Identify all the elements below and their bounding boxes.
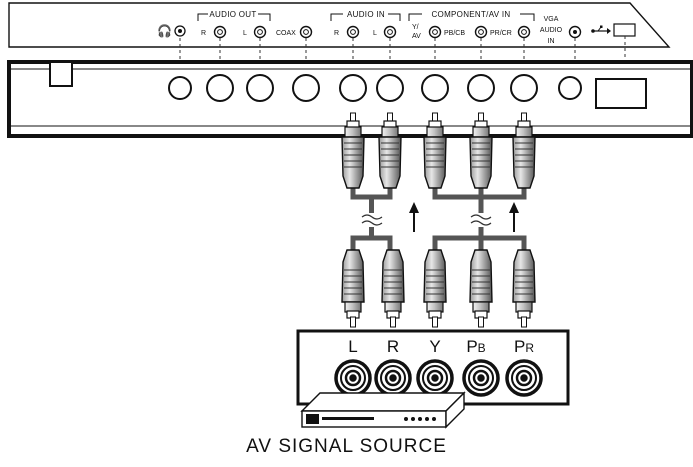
vga-audio-label-1: VGA: [544, 16, 559, 23]
panel-jack-pb: [467, 74, 495, 102]
component-y-av-label-bottom: AV: [412, 33, 421, 40]
source-jack-pb: [462, 359, 500, 397]
source-jack-y: [416, 359, 454, 397]
audio-in-title: AUDIO IN: [347, 10, 385, 19]
audio-out-title: AUDIO OUT: [209, 10, 256, 19]
panel-jack-coax: [292, 74, 320, 102]
component-av-in-group: COMPONENT/AV IN Y/ AV PB/CB PR/CR: [408, 10, 535, 40]
av-signal-source-caption: AV SIGNAL SOURCE: [246, 436, 447, 457]
panel-jack-headphone: [168, 76, 192, 100]
panel-jack-audio-in-l: [376, 74, 404, 102]
component-y-av-label-top: Y/: [412, 24, 419, 31]
source-label-pr: PR: [514, 337, 534, 356]
panel-jack-audio-in-r: [339, 74, 367, 102]
component-pr-label: PR/CR: [490, 30, 512, 37]
component-title: COMPONENT/AV IN: [431, 10, 510, 19]
signal-arrow-audio-icon: [409, 202, 419, 232]
dvd-player-icon: [300, 391, 466, 429]
source-jack-r: [374, 359, 412, 397]
headphone-icon: 🎧: [157, 24, 172, 38]
panel-jack-audio-out-r: [206, 74, 234, 102]
audio-in-group: AUDIO IN R L: [330, 10, 401, 39]
vga-audio-label-2: AUDIO: [540, 27, 563, 34]
coax-jack: COAX: [276, 25, 313, 39]
vga-audio-label-3: IN: [548, 38, 555, 45]
audio-out-l-label: L: [243, 30, 247, 37]
lower-rca-plug-pb: [469, 249, 493, 328]
usb-icon: [591, 25, 611, 34]
cable-break-component: [470, 213, 492, 227]
lower-rca-plug-r: [381, 249, 405, 328]
headphone-jack: 🎧: [157, 24, 186, 38]
av-source-labels: L R Y PB PR: [348, 337, 534, 356]
source-label-pb: PB: [466, 337, 485, 356]
source-label-r: R: [387, 337, 399, 356]
audio-out-group: AUDIO OUT R L: [197, 10, 271, 39]
panel-jacks: [168, 74, 647, 109]
audio-in-l-label: L: [373, 30, 377, 37]
back-panel-label-strip: [8, 2, 671, 48]
panel-jack-pr: [510, 74, 538, 102]
source-label-l: L: [348, 337, 357, 356]
source-label-y: Y: [429, 337, 440, 356]
av-source-jacks: [334, 359, 543, 397]
vga-audio-in-jack: VGA AUDIO IN: [540, 16, 582, 45]
panel-jack-audio-out-l: [246, 74, 274, 102]
audio-in-r-label: R: [334, 30, 339, 37]
lower-rca-plug-y: [423, 249, 447, 328]
panel-usb-slot: [595, 78, 647, 109]
signal-arrow-component-icon: [509, 202, 519, 232]
lower-rca-plug-pr: [512, 249, 536, 328]
coax-label: COAX: [276, 30, 296, 37]
panel-jack-y: [421, 74, 449, 102]
audio-out-r-label: R: [201, 30, 206, 37]
source-jack-l: [334, 359, 372, 397]
component-cable: [432, 188, 527, 250]
audio-cable: [350, 188, 393, 250]
cable-break-audio: [361, 213, 383, 227]
lower-rca-plug-l: [341, 249, 365, 328]
source-jack-pr: [505, 359, 543, 397]
component-pb-label: PB/CB: [444, 30, 465, 37]
lower-rca-plugs: [341, 249, 536, 328]
panel-jack-vga-audio: [558, 76, 582, 100]
